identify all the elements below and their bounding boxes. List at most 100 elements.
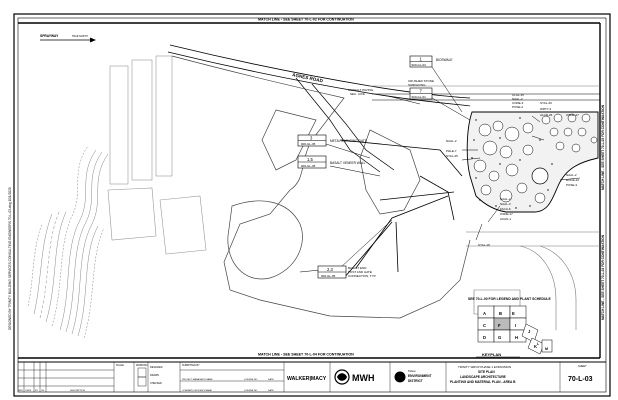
agnes-road [167, 44, 600, 107]
plant-labels-a: CLAL-15 NAAL-2 CORE-3 POSE-2 [512, 93, 524, 109]
callout-veneer-num: 1,5 [307, 157, 313, 162]
note-crushed-1: CRUSHED STONE [408, 79, 434, 83]
callout-gate-num: 3 [310, 136, 313, 141]
planting-area [466, 111, 599, 213]
callout-crushed-stone: 7 900-GL-01 CRUSHED STONE SURFACING [408, 79, 434, 100]
designed-label: DESIGNED [150, 366, 163, 369]
callout-connection-ref: 900-GL-05 [321, 274, 336, 278]
side-stamp-text: DESIGNED BY TRINITY BUILDING SERVICES CO… [8, 187, 12, 330]
svg-text:ACAN-1: ACAN-1 [500, 217, 511, 221]
note-bioswale: BIOSWALE [436, 58, 453, 62]
keyplan-cell-b: B [499, 311, 502, 316]
note-gate: METAL SWINGING GATE [330, 139, 367, 143]
rev-header-by: BY [35, 390, 38, 392]
fence-lines [339, 139, 463, 279]
north-arrow-sub: TRUE NORTH [72, 35, 88, 38]
north-arrow: SPRAYWAY TRUE NORTH [40, 34, 96, 43]
svg-text:WRTY-3: WRTY-3 [540, 107, 552, 111]
district-logo-icon [394, 371, 406, 383]
svg-text:NAAL-2: NAAL-2 [566, 173, 577, 177]
svg-text:POSE-2: POSE-2 [512, 105, 523, 109]
date-label-1: DATE [268, 378, 274, 381]
svg-text:SYAL-18: SYAL-18 [478, 243, 490, 247]
callout-veneer-ref: 900-GL-05 [301, 164, 316, 168]
company-officer-label: COMPANY OFFICER'S NAME [182, 389, 212, 392]
callout-connection: 2,3 900-GL-05 BASALT END POST AND GATE C… [317, 265, 376, 279]
note-asphalt-2: SEC. CIVIL [350, 92, 366, 96]
firm-mwh: MWH [352, 373, 375, 383]
agnes-road-label: AGNES ROAD [292, 72, 324, 84]
keyplan-cell-d: D [483, 335, 486, 340]
plan-area: MATCH LINE - SEE SHEET 70-L-02 FOR CONTI… [18, 18, 605, 359]
callout-veneer-wall: 1,5 900-GL-05 BASALT VENEER WALL [297, 155, 366, 169]
planting-bed-outline [466, 111, 599, 213]
svg-text:OSDE-17: OSDE-17 [566, 113, 579, 117]
sheet-border-outer [13, 13, 611, 397]
note-connection-1: BASALT END [348, 266, 367, 270]
keyplan-cell-c: C [483, 323, 486, 328]
keyplan-cell-i: I [515, 323, 516, 328]
keyplan-cell-l: L [537, 342, 540, 346]
rev-header-description: DESCRIPTION [70, 390, 85, 392]
firm-district-3: DISTRICT [408, 379, 423, 383]
keyplan-cell-k: K [534, 344, 537, 349]
plant-labels-f: SYAL-18 [478, 243, 490, 247]
note-crushed-2: SURFACING [408, 83, 426, 87]
plant-labels-b: SYAL-26 WRTY-3 ALCR-26 OSDE-17 [540, 101, 579, 117]
callout-crushed-num: 7 [420, 89, 423, 94]
asphalt-paving [295, 77, 395, 173]
plant-labels-d: NAAL-2 NAAL-3 FACA-6 OSDE-17 ACAN-1 [500, 197, 513, 221]
project-title: TRINITY WRCP PHASE 1 EXPANSION [458, 365, 511, 369]
rev-header-ch: CH [41, 390, 45, 392]
keyplan-cell-j: J [528, 329, 531, 334]
note-veneer: BASALT VENEER WALL [330, 161, 366, 165]
groundcover-dots [471, 117, 553, 209]
plant-labels-e: NAAL-2 ROCE-22 POSE-3 [566, 173, 579, 187]
callout-connection-num: 2,3 [327, 267, 333, 272]
submitted-label: SUBMITTED BY [182, 364, 200, 367]
svg-text:NAAL-2: NAAL-2 [500, 197, 511, 201]
rev-header-date: DATE [26, 389, 32, 392]
svg-text:NAAL-2: NAAL-2 [512, 97, 523, 101]
svg-text:OSDE-17: OSDE-17 [500, 212, 513, 216]
contour-lines [27, 145, 109, 339]
match-line-bottom-label: MATCH LINE - SEE SHEET 70-L-04 FOR CONTI… [258, 353, 354, 357]
sheet-number: 70-L-03 [568, 376, 593, 383]
svg-text:NAAL-3: NAAL-3 [500, 202, 511, 206]
match-line-right-label-2: MATCH LINE - SEE SHEET 70-L-03 FOR CONTI… [601, 234, 605, 320]
revision-table [18, 362, 115, 392]
svg-text:POSE-3: POSE-3 [566, 183, 577, 187]
callout-gate-ref: 900-GL-05 [301, 142, 316, 146]
scale-label: SCALE [116, 364, 124, 367]
note-asphalt-1: ASPHALT PAVING, [348, 88, 374, 92]
match-line-right-label-1: MATCH LINE - SEE SHEET 70-L-03 FOR CONTI… [601, 104, 605, 190]
sheet-label: SHEET [578, 364, 587, 368]
note-connection-3: CONNECTION, TYP. [348, 274, 376, 278]
note-connection-2: POST AND GATE [348, 270, 372, 274]
keyplan-cell-g: G [498, 335, 501, 340]
checked-label: CHECKED [150, 382, 162, 385]
firm-district-1: Tahoe [408, 369, 416, 373]
shrub-symbols [473, 113, 598, 204]
existing-structures [107, 55, 207, 255]
keyplan: A B C D E F G H I J K L M KEYPLAN [476, 305, 553, 358]
callout-crushed-ref: 900-GL-01 [412, 95, 427, 99]
date-label-2: DATE [268, 389, 274, 392]
svg-text:ROCE-22: ROCE-22 [566, 178, 579, 182]
warning-label: WARNING [136, 364, 148, 367]
callout-bioswale-ref: 900-GL-03 [412, 63, 427, 67]
project-subtitle: SITE PLAN [478, 370, 495, 374]
legend-reference-note: SEE 70-L-00 FOR LEGEND AND PLANT SCHEDUL… [468, 297, 552, 301]
svg-text:ALCR-26: ALCR-26 [540, 113, 553, 117]
project-manager-label: PROJECT MANAGER'S NAME [182, 378, 213, 381]
mwh-logo-mark [337, 373, 347, 381]
drawing-title-2: PLANTING AND MATERIAL PLAN - AREA B [450, 380, 516, 384]
sheet-border-inner [17, 17, 607, 393]
north-arrow-label: SPRAYWAY [40, 34, 59, 38]
keyplan-cell-h: H [515, 335, 518, 340]
plant-labels-c: NAAL-2 PHLE-7 SYAL-25 [446, 139, 458, 158]
callout-gate: 3 900-GL-05 METAL SWINGING GATE [297, 134, 367, 147]
drawn-label: DRAWN [150, 374, 159, 377]
svg-text:FACA-6: FACA-6 [500, 207, 511, 211]
